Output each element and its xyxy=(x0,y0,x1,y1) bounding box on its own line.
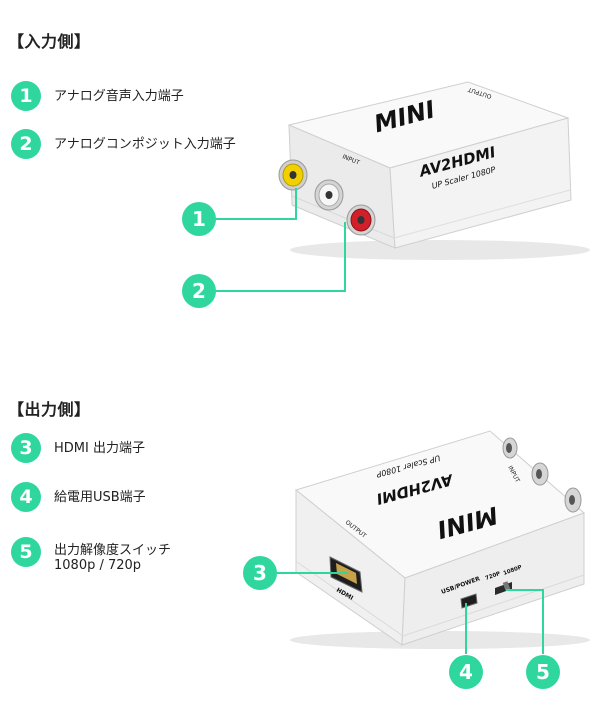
rca-jack-rear-1 xyxy=(502,437,518,459)
number-badge: 3 xyxy=(11,433,41,463)
legend-item-5: 5 出力解像度スイッチ 1080p / 720p xyxy=(11,531,171,573)
rca-jack-rear-3 xyxy=(564,487,582,513)
legend-item-3: 3 HDMI 出力端子 xyxy=(11,433,145,463)
number-badge: 4 xyxy=(11,482,41,512)
callout-badge-4: 4 xyxy=(459,660,473,684)
resolution-switch xyxy=(495,581,512,595)
switch-label-720p: 720P xyxy=(485,571,502,582)
legend-item-4: 4 給電用USB端子 xyxy=(11,482,146,512)
device-front-face xyxy=(401,512,585,646)
legend-label: 給電用USB端子 xyxy=(54,489,146,505)
legend-item-1: 1 アナログ音声入力端子 xyxy=(11,81,184,111)
device-illustration-input-side: MINI AV2HDMI UP Scaler 1080P INPUT OUTPU… xyxy=(182,81,590,308)
callout-badge-1: 1 xyxy=(192,207,206,231)
number-badge: 5 xyxy=(11,537,41,567)
section-heading-input: 【入力側】 xyxy=(8,32,91,51)
rca-jack-rear-2 xyxy=(531,462,549,486)
legend-label: アナログ音声入力端子 xyxy=(54,88,184,104)
legend-label: 出力解像度スイッチ 1080p / 720p xyxy=(54,543,172,573)
callout-badge-3: 3 xyxy=(253,561,267,585)
rca-jack-yellow xyxy=(278,159,308,191)
number-badge: 2 xyxy=(11,129,41,159)
rca-jack-white xyxy=(314,179,344,211)
legend-label: アナログコンポジット入力端子 xyxy=(54,136,236,152)
rca-jack-red xyxy=(346,204,376,236)
device-side-face xyxy=(389,117,572,249)
legend-item-2: 2 アナログコンポジット入力端子 xyxy=(11,129,236,159)
number-badge: 1 xyxy=(11,81,41,111)
callout-badge-5: 5 xyxy=(536,660,550,684)
device-illustration-output-side: MINI AV2HDMI UP Scaler 1080P INPUT OUTPU… xyxy=(243,430,590,689)
callout-badge-2: 2 xyxy=(192,279,206,303)
section-heading-output: 【出力側】 xyxy=(8,400,91,419)
legend-label: HDMI 出力端子 xyxy=(54,440,145,456)
